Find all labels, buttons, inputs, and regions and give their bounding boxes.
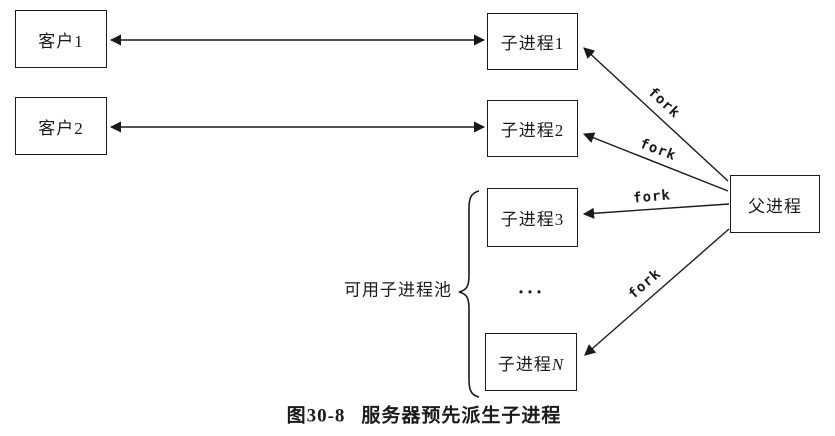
arrow-fork-child3 bbox=[582, 203, 730, 219]
child-process3-label: 子进程3 bbox=[500, 210, 565, 229]
child-process1-label: 子进程1 bbox=[500, 34, 565, 53]
fork-label-3: fork bbox=[632, 187, 672, 207]
client1-label: 客户1 bbox=[38, 31, 84, 51]
arrow-fork-child2 bbox=[582, 132, 729, 192]
client1-box: 客户1 bbox=[15, 10, 107, 68]
arrow-fork-child1 bbox=[583, 47, 729, 182]
pool-label: 可用子进程池 bbox=[344, 280, 452, 300]
client2-box: 客户2 bbox=[15, 97, 107, 155]
pool-ellipsis: ... bbox=[518, 276, 546, 299]
parent-process-box: 父进程 bbox=[730, 175, 820, 233]
child-process2-box: 子进程2 bbox=[487, 100, 578, 157]
figure-number: 图30-8 bbox=[286, 405, 346, 427]
parent-process-label: 父进程 bbox=[748, 196, 802, 216]
figure-caption: 图30-8 服务器预先派生子进程 bbox=[287, 401, 562, 428]
child-processN-box: 子进程N bbox=[485, 333, 577, 391]
client2-label: 客户2 bbox=[38, 118, 84, 138]
figure-title: 服务器预先派生子进程 bbox=[361, 405, 562, 427]
pool-brace bbox=[458, 190, 480, 398]
child-processN-label: 子进程N bbox=[497, 354, 565, 374]
child-process1-box: 子进程1 bbox=[487, 13, 578, 70]
child-process2-label: 子进程2 bbox=[500, 121, 565, 140]
child-process3-box: 子进程3 bbox=[487, 188, 578, 247]
arrow-fork-childN bbox=[584, 228, 730, 356]
